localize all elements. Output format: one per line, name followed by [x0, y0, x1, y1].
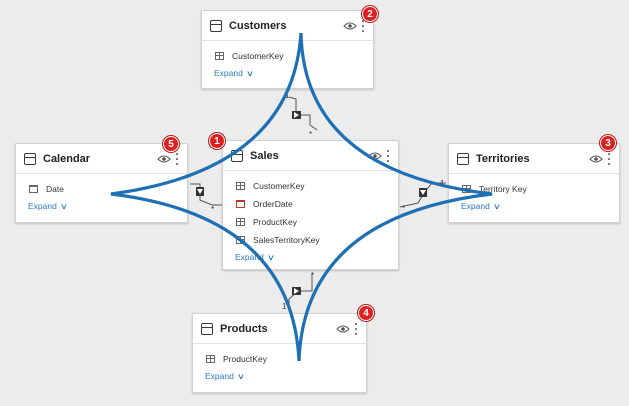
field-row[interactable]: CustomerKey — [223, 177, 398, 195]
chevron-down-icon: ∨ — [245, 68, 254, 78]
calendar-table-card[interactable]: Calendar Date Expand∨ — [15, 143, 188, 223]
field-name: Date — [46, 184, 64, 194]
badge-products: 4 — [358, 305, 374, 321]
more-options-icon[interactable] — [354, 322, 358, 335]
expand-label: Expand — [28, 201, 57, 211]
relationship-line-calendar-sales[interactable] — [190, 183, 222, 206]
chevron-down-icon: ∨ — [266, 252, 275, 262]
eye-icon[interactable] — [368, 151, 382, 161]
field-row[interactable]: OrderDate — [223, 195, 398, 213]
more-options-icon[interactable] — [386, 149, 390, 162]
sales-table-card[interactable]: Sales CustomerKey OrderDate ProductKey S… — [222, 140, 399, 270]
badge-territories: 3 — [600, 135, 616, 151]
territories-title: Territories — [476, 152, 530, 165]
table-icon — [231, 149, 243, 162]
expand-label: Expand — [461, 201, 490, 211]
calendar-title: Calendar — [43, 152, 91, 165]
calendar-icon — [236, 200, 245, 208]
products-table-card[interactable]: Products ProductKey Expand∨ — [192, 313, 367, 393]
expand-label: Expand — [205, 371, 234, 381]
badge-sales: 1 — [209, 133, 225, 149]
territories-header: Territories — [449, 144, 619, 174]
territories-table-card[interactable]: Territories Territory Key Expand∨ — [448, 143, 620, 223]
table-icon — [210, 19, 222, 32]
table-icon — [24, 152, 36, 165]
column-icon — [236, 182, 245, 190]
field-row[interactable]: ProductKey — [193, 350, 366, 368]
sales-expand-link[interactable]: Expand∨ — [223, 252, 398, 262]
chevron-down-icon: ∨ — [236, 371, 245, 381]
field-name: ProductKey — [223, 354, 267, 364]
field-row[interactable]: SalesTerritoryKey — [223, 231, 398, 249]
more-options-icon[interactable] — [175, 152, 179, 165]
badge-customers: 2 — [362, 6, 378, 22]
calendar-expand-link[interactable]: Expand∨ — [16, 201, 187, 211]
field-name: Territory Key — [479, 184, 527, 194]
cardinality-customers-many: * — [309, 130, 312, 139]
expand-label: Expand — [214, 68, 243, 78]
chevron-down-icon: ∨ — [492, 201, 501, 211]
products-header: Products — [193, 314, 366, 344]
column-icon — [206, 355, 215, 363]
table-icon — [201, 322, 213, 335]
badge-calendar: 5 — [163, 136, 179, 152]
customers-table-card[interactable]: Customers CustomerKey Expand∨ — [201, 10, 374, 89]
column-icon — [215, 52, 224, 60]
customers-expand-link[interactable]: Expand∨ — [202, 68, 373, 78]
cardinality-territories-one: 1 — [440, 179, 445, 188]
field-name: CustomerKey — [232, 51, 284, 61]
field-name: CustomerKey — [253, 181, 305, 191]
cardinality-customers-one: 1 — [285, 91, 290, 100]
eye-icon[interactable] — [343, 21, 357, 31]
cardinality-calendar-many: * — [211, 205, 214, 214]
products-title: Products — [220, 322, 268, 335]
sales-header: Sales — [223, 141, 398, 171]
expand-label: Expand — [235, 252, 264, 262]
more-options-icon[interactable] — [361, 19, 365, 32]
products-expand-link[interactable]: Expand∨ — [193, 371, 366, 381]
column-icon — [462, 185, 471, 193]
field-row[interactable]: CustomerKey — [202, 47, 373, 65]
calendar-icon — [29, 185, 38, 193]
eye-icon[interactable] — [336, 324, 350, 334]
field-row[interactable]: Territory Key — [449, 180, 619, 198]
eye-icon[interactable] — [157, 154, 171, 164]
more-options-icon[interactable] — [607, 152, 611, 165]
cardinality-products-many: * — [311, 271, 314, 280]
customers-title: Customers — [229, 19, 287, 32]
field-row[interactable]: Date — [16, 180, 187, 198]
field-row[interactable]: ProductKey — [223, 213, 398, 231]
column-icon — [236, 236, 245, 244]
cardinality-products-one: 1 — [282, 302, 287, 311]
calendar-header: Calendar — [16, 144, 187, 174]
chevron-down-icon: ∨ — [59, 201, 68, 211]
eye-icon[interactable] — [589, 154, 603, 164]
table-icon — [457, 152, 469, 165]
column-icon — [236, 218, 245, 226]
field-name: OrderDate — [253, 199, 293, 209]
cardinality-territories-many: * — [402, 204, 405, 213]
field-name: ProductKey — [253, 217, 297, 227]
field-name: SalesTerritoryKey — [253, 235, 320, 245]
sales-title: Sales — [250, 149, 279, 162]
territories-expand-link[interactable]: Expand∨ — [449, 201, 619, 211]
customers-header: Customers — [202, 11, 373, 41]
